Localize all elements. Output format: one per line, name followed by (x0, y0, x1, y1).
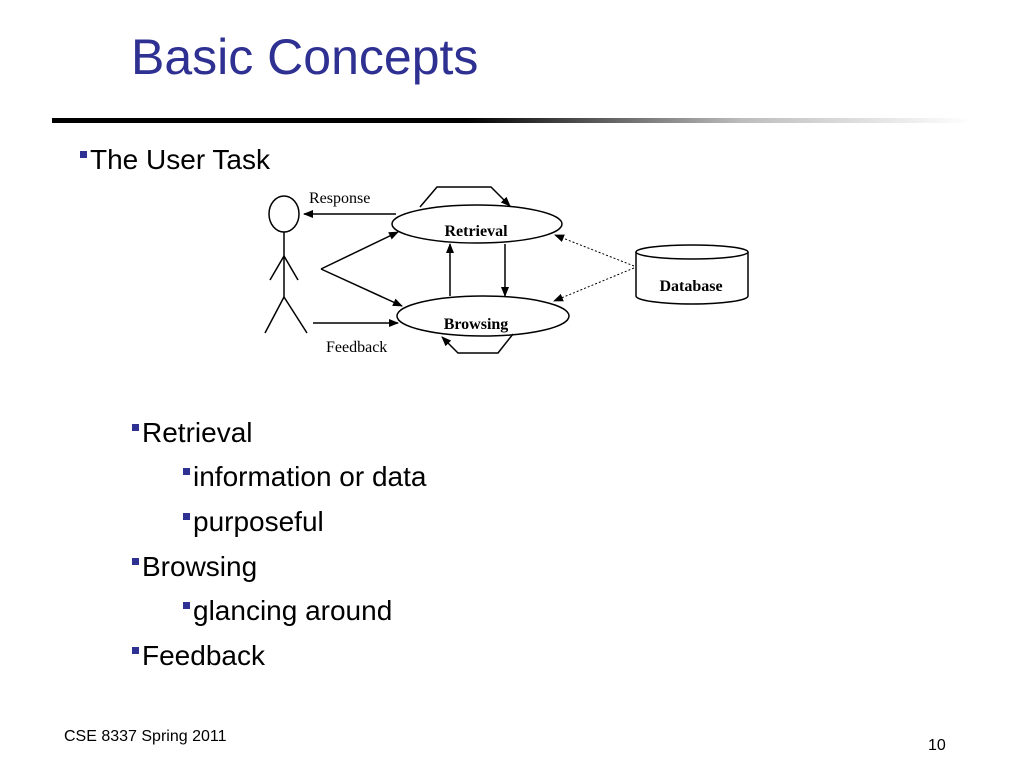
bullet-feedback: Feedback (132, 642, 265, 670)
bullet-text: purposeful (193, 506, 324, 537)
bullet-text: The User Task (90, 144, 270, 175)
user-to-retrieval-arrow (320, 231, 399, 270)
bullet-text: Retrieval (142, 417, 253, 448)
footer-course: CSE 8337 Spring 2011 (64, 728, 227, 745)
database-to-retrieval-arrow (554, 234, 635, 267)
browsing-label: Browsing (444, 316, 509, 333)
browsing-loop-arrow (441, 333, 514, 354)
retrieval-label: Retrieval (444, 223, 508, 240)
slide-title: Basic Concepts (131, 29, 479, 85)
response-label: Response (309, 190, 370, 207)
bullet-information-or-data: information or data (183, 463, 426, 491)
bullet-glancing-around: glancing around (183, 597, 392, 625)
bullet-text: glancing around (193, 595, 393, 626)
bullet-retrieval: Retrieval (132, 419, 252, 447)
square-bullet-icon (132, 558, 139, 566)
user-to-browsing-arrow (320, 268, 403, 307)
retrieval-loop-arrow (419, 186, 511, 208)
bullet-text: information or data (193, 461, 427, 492)
retrieval-node: Retrieval (391, 204, 563, 244)
user-stick-figure-icon (264, 195, 308, 334)
square-bullet-icon (183, 468, 190, 476)
title-divider (52, 118, 972, 123)
database-label: Database (659, 278, 722, 295)
square-bullet-icon (183, 513, 190, 521)
bullet-text: Feedback (142, 640, 265, 671)
bullet-purposeful: purposeful (183, 508, 324, 536)
square-bullet-icon (132, 424, 139, 432)
bullet-browsing: Browsing (132, 553, 257, 581)
page-number: 10 (928, 737, 946, 754)
database-to-browsing-arrow (553, 267, 635, 302)
feedback-label: Feedback (326, 339, 387, 356)
square-bullet-icon (132, 647, 139, 655)
bullet-user-task: The User Task (80, 146, 270, 174)
browsing-node: Browsing (396, 295, 570, 337)
bullet-text: Browsing (142, 551, 258, 582)
square-bullet-icon (183, 602, 190, 610)
database-cylinder-icon: Database (635, 244, 749, 305)
square-bullet-icon (80, 151, 87, 159)
